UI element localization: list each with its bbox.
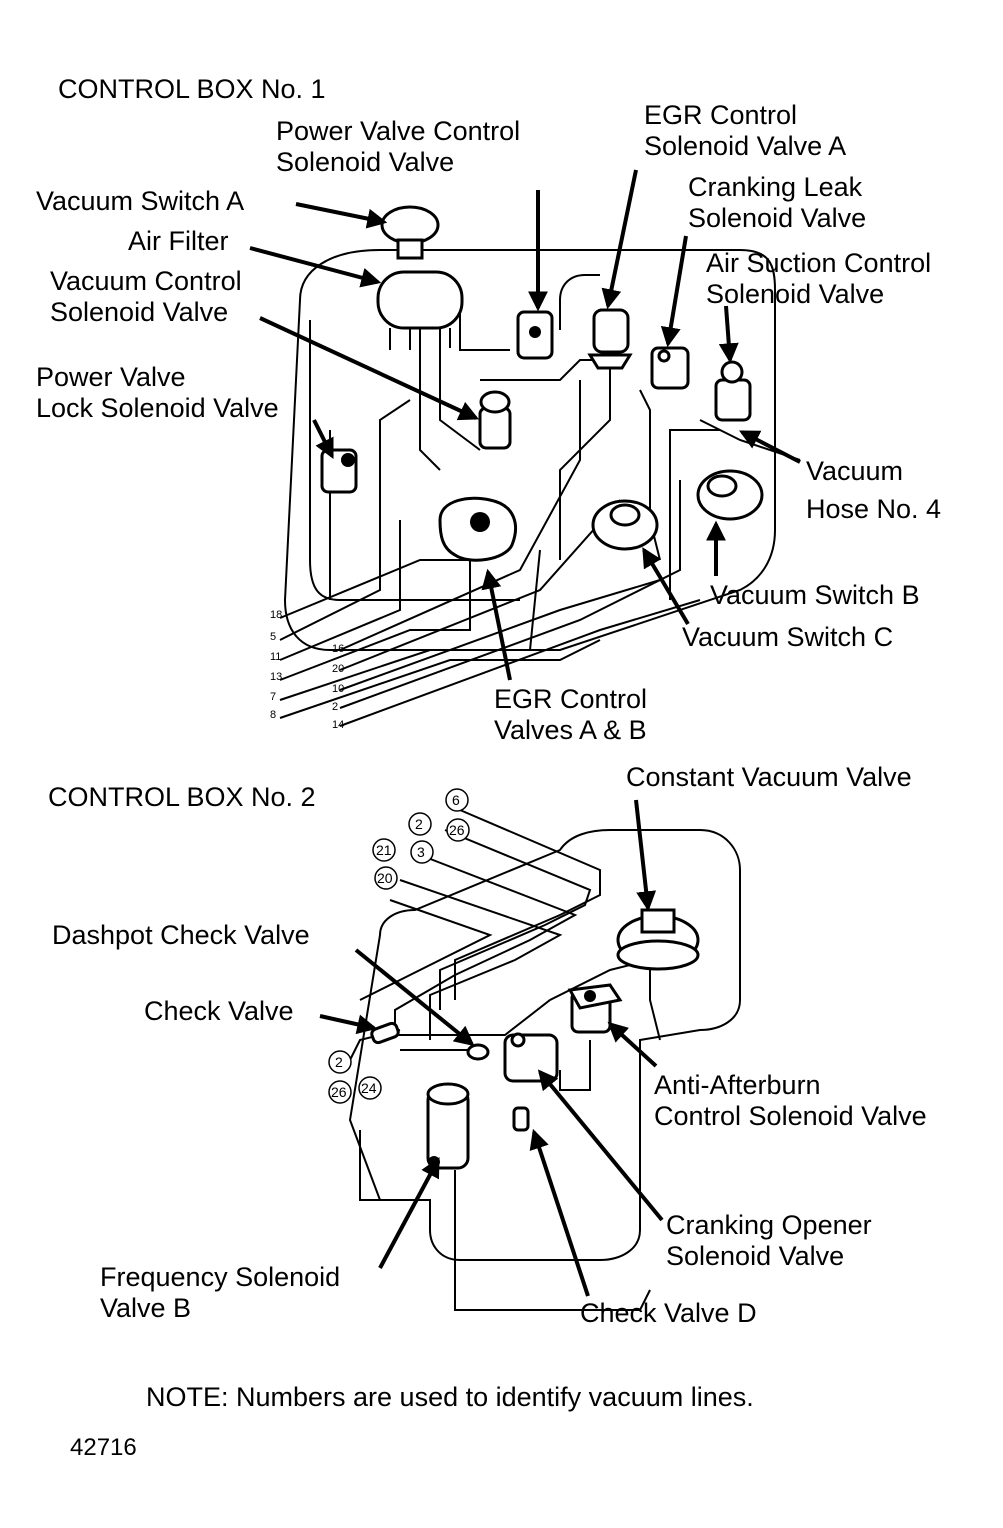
check-valve-d-icon	[512, 1106, 530, 1132]
vacuum-line-number: 21	[376, 842, 392, 858]
box1-leader-arrows	[249, 169, 801, 681]
note-text: NOTE: Numbers are used to identify vacuu…	[146, 1382, 754, 1412]
label-anti-afterburn-solenoid: Anti-Afterburn Control Solenoid Valve	[654, 1070, 927, 1131]
vacuum-switch-a-icon	[380, 205, 440, 245]
check-valve-icon	[370, 1021, 400, 1045]
line-number: 18	[270, 609, 282, 621]
box2-vacuum-lines	[349, 809, 661, 1311]
line-number: 5	[270, 631, 276, 643]
label-air-filter: Air Filter	[128, 226, 229, 256]
control-box-1-title: CONTROL BOX No. 1	[58, 74, 326, 104]
figure-number: 42716	[70, 1434, 137, 1461]
air-filter-icon	[376, 270, 464, 330]
label-power-valve-lock-solenoid: Power Valve Lock Solenoid Valve	[36, 362, 279, 423]
line-number: 20	[332, 663, 344, 675]
line-number: 2	[332, 701, 338, 713]
label-vacuum-switch-b: Vacuum Switch B	[710, 580, 920, 610]
air-suction-solenoid-icon	[714, 378, 752, 422]
line-number: 13	[270, 671, 282, 683]
box1-line-numbers: 18 5 11 13 7 8 16 20 10 2 14	[270, 609, 344, 731]
vacuum-line-number: 24	[361, 1080, 377, 1096]
label-dashpot-check-valve: Dashpot Check Valve	[52, 920, 310, 950]
control-box-1-housing	[283, 249, 776, 651]
line-number: 8	[270, 709, 276, 721]
vacuum-line-number: 26	[449, 822, 465, 838]
label-vacuum-switch-a: Vacuum Switch A	[36, 186, 245, 216]
label-power-valve-control-solenoid: Power Valve Control Solenoid Valve	[276, 116, 521, 177]
vacuum-line-number: 3	[417, 844, 425, 860]
egr-solenoid-a-icon	[592, 308, 630, 354]
vacuum-control-solenoid-icon	[478, 406, 512, 450]
vacuum-line-number: 2	[415, 816, 423, 832]
vacuum-line-number: 26	[331, 1084, 347, 1100]
box2-circled-numbers: 6 2 26 21 3 20 2 26 24	[328, 788, 470, 1104]
label-check-valve: Check Valve	[144, 996, 294, 1026]
label-vacuum-hose-4: Vacuum Hose No. 4	[806, 456, 942, 524]
line-number: 14	[332, 719, 344, 731]
label-air-suction-control-solenoid: Air Suction Control Solenoid Valve	[706, 248, 932, 309]
label-egr-control-solenoid-valve-a: EGR Control Solenoid Valve A	[644, 100, 847, 161]
label-cranking-leak-solenoid: Cranking Leak Solenoid Valve	[688, 172, 867, 233]
line-number: 7	[270, 691, 276, 703]
label-egr-control-valves-ab: EGR Control Valves A & B	[494, 684, 648, 745]
label-vacuum-switch-c: Vacuum Switch C	[682, 622, 894, 652]
label-cranking-opener-solenoid: Cranking Opener Solenoid Valve	[666, 1210, 872, 1271]
box1-parts	[320, 205, 764, 562]
vacuum-line-number: 6	[452, 792, 460, 808]
vacuum-line-number: 20	[377, 870, 393, 886]
line-number: 11	[270, 651, 281, 663]
control-box-2-title: CONTROL BOX No. 2	[48, 782, 316, 812]
line-number: 16	[332, 643, 344, 655]
line-number: 10	[332, 683, 344, 695]
label-vacuum-control-solenoid: Vacuum Control Solenoid Valve	[50, 266, 242, 327]
label-frequency-solenoid-valve-b: Frequency Solenoid Valve B	[100, 1262, 341, 1323]
box2-leader-arrows	[319, 799, 664, 1297]
vacuum-line-number: 2	[335, 1054, 343, 1070]
dashpot-check-valve-icon	[466, 1043, 490, 1061]
label-check-valve-d: Check Valve D	[580, 1298, 757, 1328]
label-constant-vacuum-valve: Constant Vacuum Valve	[626, 762, 912, 792]
